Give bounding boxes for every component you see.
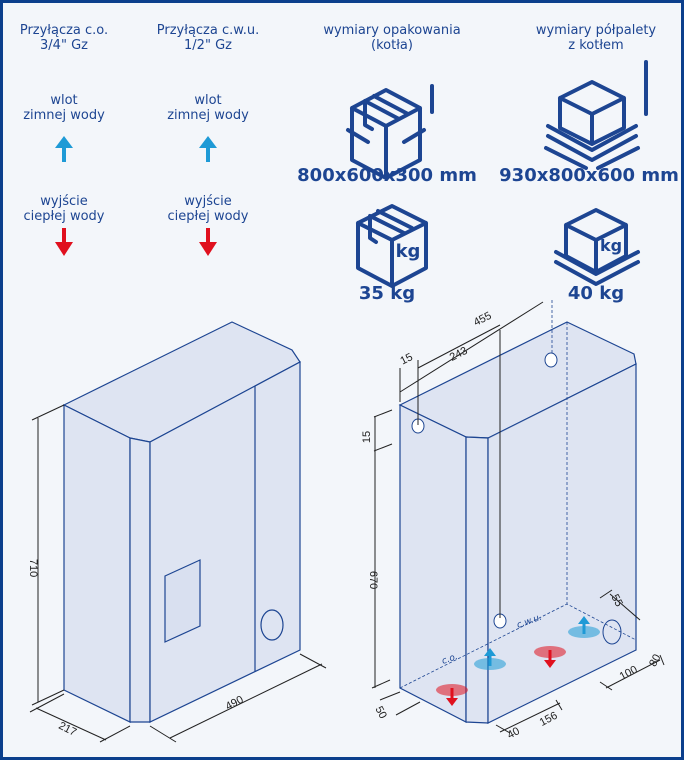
dim-670: 670 [367,571,379,589]
dim-width: 490 [224,694,246,713]
svg-text:kg: kg [600,236,622,255]
co-outlet-label: wyjście [40,194,87,209]
boiler-port [260,609,284,641]
packaging-title-2: (kotła) [371,38,413,53]
cwu-inlet-label: wlot [194,93,221,108]
cwu-inlet-label-2: zimnej wody [167,108,249,123]
cwu-connections [534,616,600,668]
cwu-connection-legend: Przyłącza c.w.u. 1/2" Gz wlot zimnej wod… [157,23,259,256]
dim-depth: 217 [56,720,78,739]
co-connections [436,648,506,706]
dim-40: 40 [505,725,521,741]
pallet-weight-icon: kg [554,208,640,286]
svg-text:kg: kg [396,241,421,262]
boiler-connections-view: c.o. c.w.u. 455 15 243 15 670 50 40 156 … [361,300,665,742]
pallet-dimensions-icon [544,60,648,170]
co-connection-legend: Przyłącza c.o. 3/4" Gz wlot zimnej wody … [20,23,108,256]
dim-50: 50 [372,704,388,720]
cwu-size: 1/2" Gz [184,38,232,53]
box-weight-icon: kg [356,204,428,288]
pallet-weight: 40 kg [568,283,624,304]
dim-100: 100 [618,664,640,683]
co-inlet-label: wlot [50,93,77,108]
cwu-outlet-label-2: ciepłej wody [168,209,249,224]
cwu-title: Przyłącza c.w.u. [157,23,259,38]
packaging-weight: 35 kg [359,283,415,304]
co-inlet-label-2: zimnej wody [23,108,105,123]
co-size: 3/4" Gz [40,38,88,53]
dim-height: 710 [27,559,39,577]
co-outlet-label-2: ciepłej wody [24,209,105,224]
box-dimensions-icon [346,84,434,180]
packaging-info: wymiary opakowania (kotła) 800x600x300 m… [297,23,477,304]
packaging-title: wymiary opakowania [323,23,460,38]
boiler-window [164,559,201,643]
pallet-dimensions: 930x800x600 mm [499,165,679,186]
dim-15-top: 15 [398,351,414,367]
dim-55: 55 [608,592,624,608]
cwu-outlet-label: wyjście [184,194,231,209]
dim-455: 455 [472,310,494,329]
dim-80: 80 [647,652,663,668]
pallet-title: wymiary półpalety [536,23,657,38]
pallet-info: wymiary półpalety z kotłem 930x800x600 m… [499,23,679,304]
boiler-exterior-view: 710 490 217 [27,321,327,743]
dim-243: 243 [448,345,470,364]
co-title: Przyłącza c.o. [20,23,108,38]
pallet-title-2: z kotłem [568,38,623,53]
packaging-dimensions: 800x600x300 mm [297,165,477,186]
dim-15-side: 15 [361,431,373,443]
